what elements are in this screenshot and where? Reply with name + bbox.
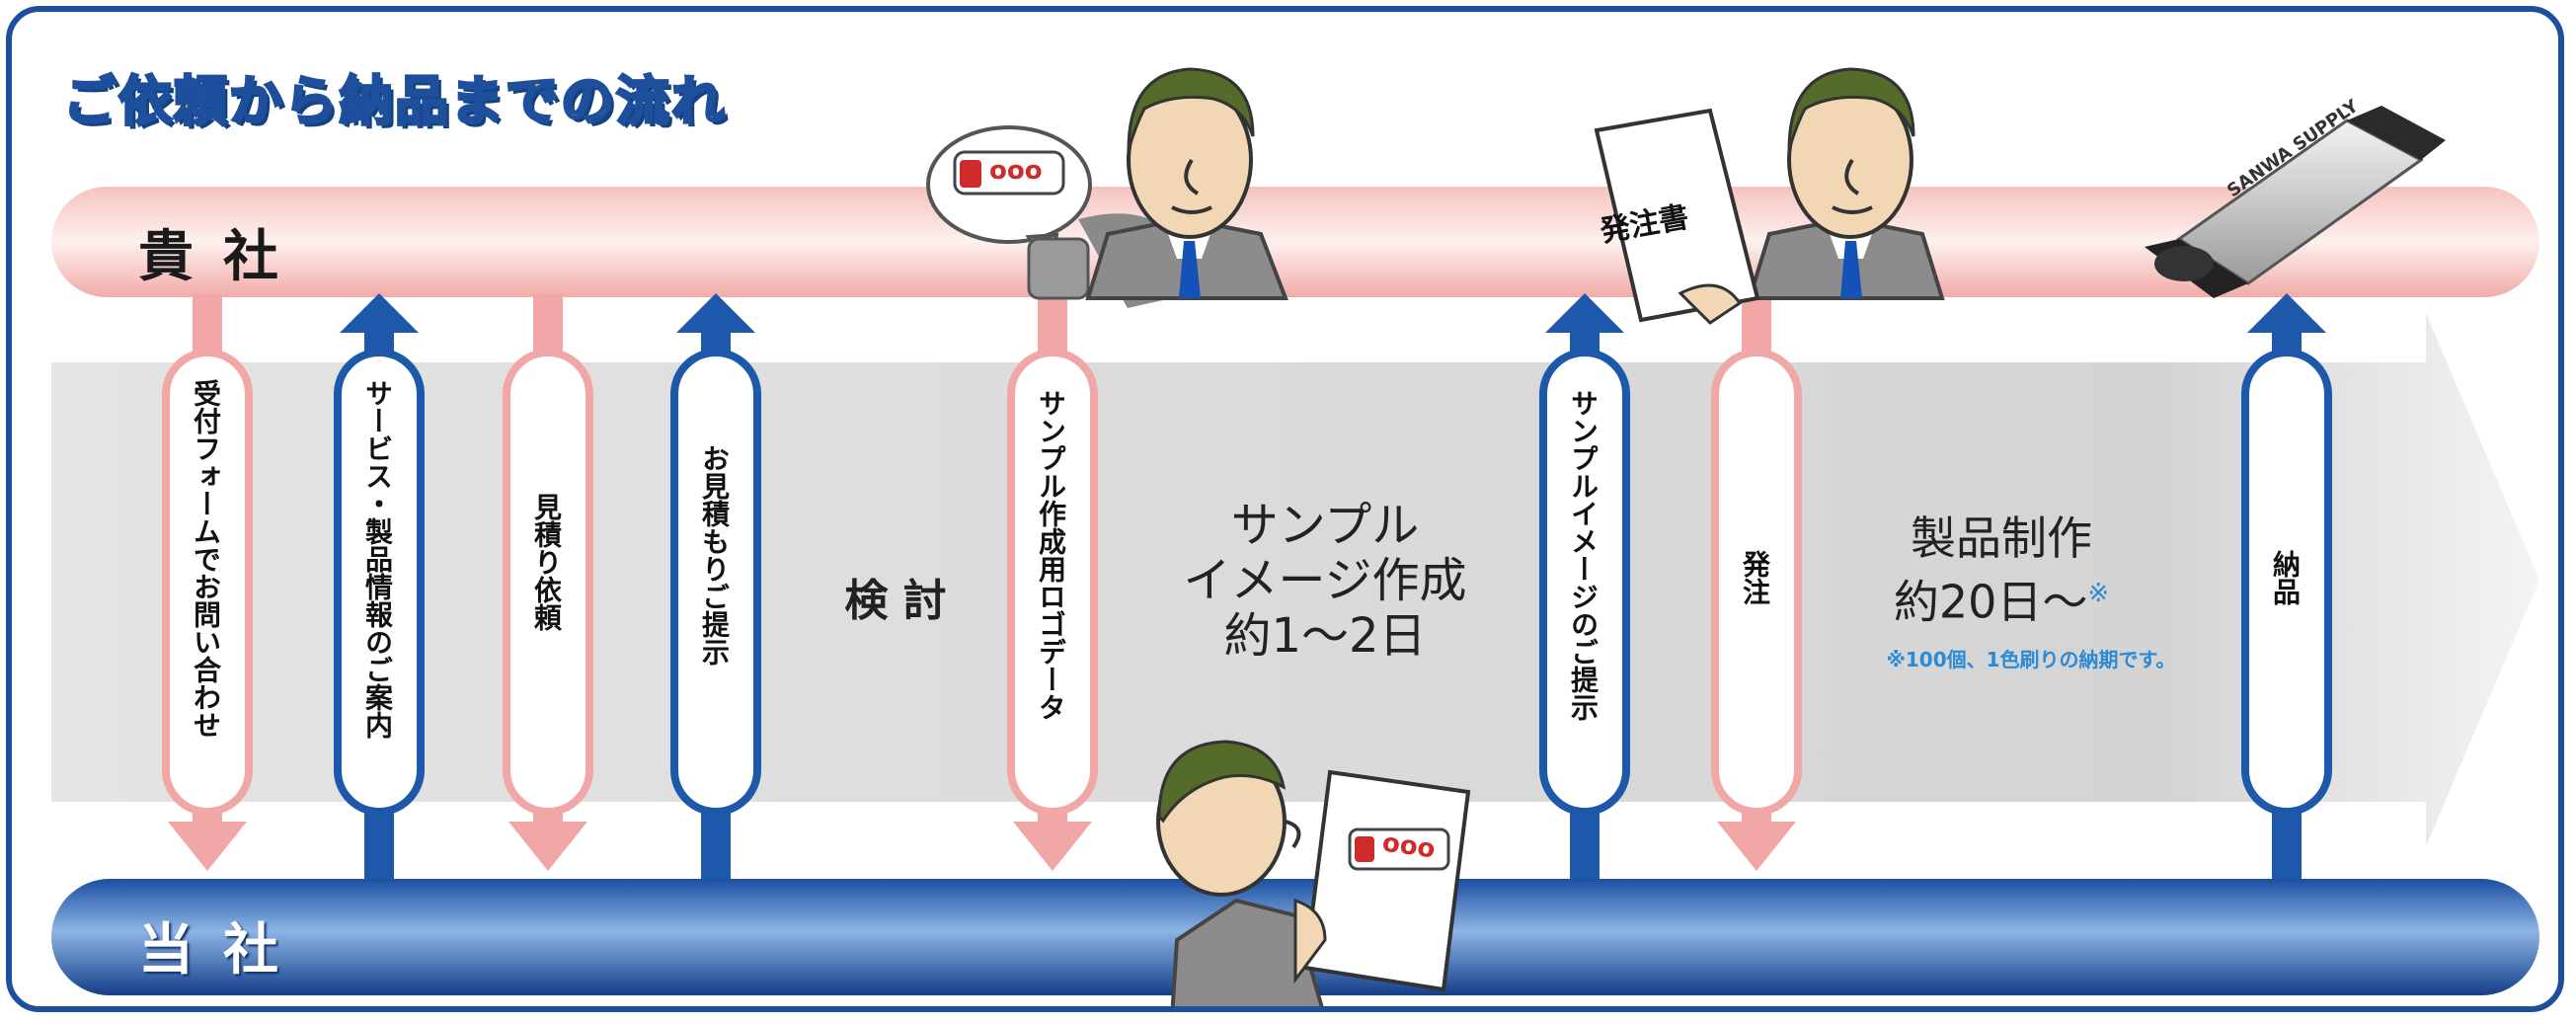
phase-sample-line3: 約1〜2日 (1223, 608, 1427, 664)
client-person-order-illustration (1594, 67, 1945, 325)
arrow-down-icon (1717, 822, 1796, 871)
arrow-down-icon (168, 822, 247, 871)
step-connector-quote-presentation (670, 293, 761, 886)
arrow-up-icon (676, 293, 755, 333)
step-connector-order (1711, 293, 1802, 871)
phase-production-line1: 製品制作 (1911, 512, 2092, 565)
step-connector-logo-data (1007, 293, 1098, 871)
step-connector-delivery (2241, 293, 2332, 886)
step-pill (670, 349, 761, 816)
diagram-frame: ご依頼から納品までの流れ 貴社 当社 受付フォームでお問い合わせ サービス・製品… (6, 6, 2564, 1012)
phase-production-duration: 約20日〜 (1893, 575, 2088, 629)
arrow-down-icon (508, 822, 587, 871)
page-title: ご依頼から納品までの流れ (62, 69, 727, 134)
step-pill (334, 349, 425, 816)
phase-sample-line2: イメージ作成 (1183, 553, 1467, 608)
step-pill (162, 349, 253, 816)
step-connector-service-info (334, 293, 425, 886)
step-pill (1539, 349, 1630, 816)
step-pill (503, 349, 593, 816)
phase-production-note: ※100個、1色刷りの納期です。 (1886, 648, 2176, 671)
phase-production: 製品制作 約20日〜※ (1814, 511, 2189, 629)
client-band-label: 貴社 (138, 225, 308, 289)
company-band-label: 当社 (138, 918, 308, 983)
flow-diagram (51, 67, 2539, 1006)
step-label-order: 発注 (1739, 550, 1771, 605)
step-connector-inquiry (162, 293, 253, 871)
step-label-quote-presentation: お見積もりご提示 (698, 444, 731, 666)
step-connector-sample-image (1539, 293, 1630, 886)
phase-production-mark: ※ (2087, 579, 2110, 608)
step-pill (2241, 349, 2332, 816)
arrow-up-icon (340, 293, 419, 333)
phone-card-text: ooo (989, 156, 1043, 186)
step-pill (1007, 349, 1098, 816)
step-label-service-info: サービス・製品情報のご案内 (361, 379, 394, 739)
usb-stick-illustration (2145, 106, 2446, 298)
phase-sample: サンプル イメージ作成 約1〜2日 (1157, 498, 1493, 664)
step-label-sample-image: サンプルイメージのご提示 (1567, 389, 1600, 721)
step-label-inquiry: 受付フォームでお問い合わせ (190, 379, 222, 739)
step-label-quote-request: 見積り依頼 (530, 493, 563, 631)
step-label-logo-data: サンプル作成用ロゴデータ (1035, 389, 1067, 721)
step-connector-quote-request (503, 293, 593, 871)
arrow-up-icon (1545, 293, 1624, 333)
steps-layer (162, 293, 2332, 886)
phase-review: 検 討 (844, 576, 947, 626)
phase-production-line2: 約20日〜※ (1814, 566, 2189, 629)
client-person-phone-illustration (926, 67, 1288, 308)
arrow-down-icon (1013, 822, 1092, 871)
step-pill (1711, 349, 1802, 816)
step-label-delivery: 納品 (2269, 550, 2302, 605)
arrow-up-icon (2247, 293, 2326, 333)
phase-sample-line1: サンプル (1230, 498, 1420, 553)
company-person-review-illustration (1156, 740, 1471, 1006)
